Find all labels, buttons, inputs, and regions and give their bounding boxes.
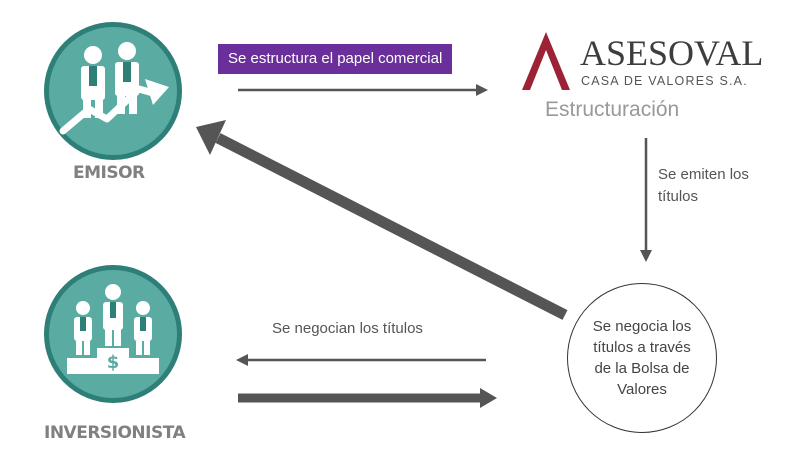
structuring-badge: Se estructura el papel comercial	[218, 44, 453, 74]
svg-text:$: $	[107, 352, 120, 373]
structuring-label: Estructuración	[545, 98, 680, 121]
arrow-emisor-to-asesoval	[238, 84, 488, 96]
exchange-line2: títulos a través	[593, 339, 691, 356]
company-tagline: CASA DE VALORES S.A.	[581, 74, 748, 88]
asesoval-logo: ASESOVAL CASA DE VALORES S.A.	[520, 30, 764, 100]
arrow-asesoval-down	[640, 138, 652, 262]
emisor-icon	[44, 22, 182, 160]
exchange-line4: Valores	[617, 381, 667, 398]
arrow-inversionista-to-exchange	[238, 388, 497, 408]
inversionista-icon: $	[44, 265, 182, 403]
exchange-line1: Se negocia los	[592, 318, 692, 335]
emit-text-line2: títulos	[658, 188, 699, 205]
negotiate-label: Se negocian los títulos	[272, 320, 423, 337]
arrow-exchange-to-inversionista	[236, 354, 486, 366]
exchange-circle: Se negocia los títulos a través de la Bo…	[567, 283, 717, 433]
emit-text: Se emiten los títulos	[658, 164, 749, 208]
exchange-line3: de la Bolsa de	[594, 360, 690, 377]
emisor-label: EMISOR	[73, 163, 145, 183]
investors-podium-icon: $	[67, 284, 159, 374]
inversionista-label: INVERSIONISTA	[44, 423, 186, 443]
asesoval-a-mark-icon	[522, 32, 570, 90]
emit-text-line1: Se emiten los	[658, 166, 749, 183]
company-name: ASESOVAL	[580, 33, 764, 73]
business-growth-icon	[59, 42, 169, 135]
arrow-exchange-to-emisor	[196, 120, 568, 320]
